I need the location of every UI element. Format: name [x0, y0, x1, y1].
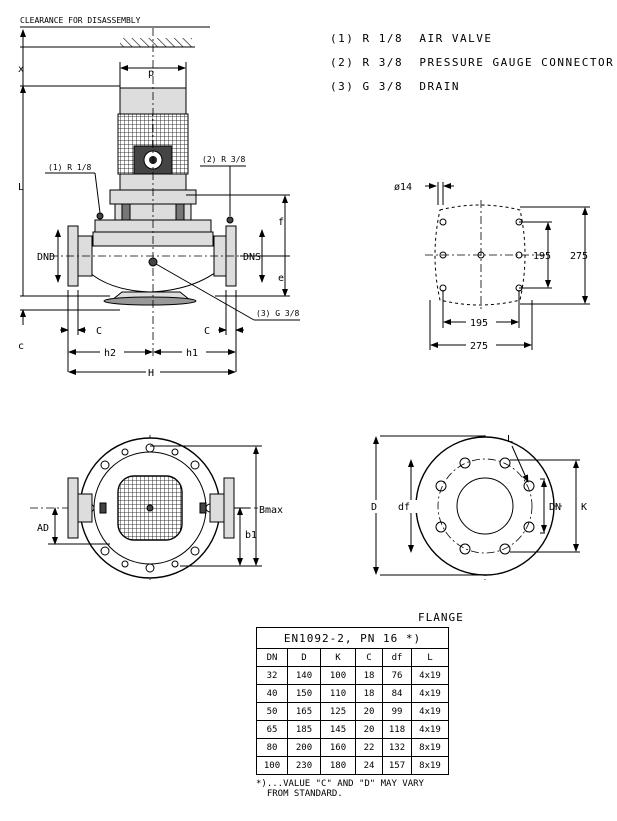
legend-air-valve: (1) R 1/8 AIR VALVE	[330, 32, 493, 45]
col-K: K	[320, 648, 356, 667]
dim-275-vertical: 275	[570, 251, 588, 262]
cell: 4x19	[411, 720, 449, 739]
col-L: L	[411, 648, 449, 667]
cell: 24	[355, 756, 383, 775]
dim-DNS: DNS	[243, 252, 261, 263]
cell: 4x19	[411, 666, 449, 685]
cell: 32	[256, 666, 288, 685]
dim-p: p	[148, 68, 154, 79]
legend-drain: (3) G 3/8 DRAIN	[330, 80, 460, 93]
cell: 65	[256, 720, 288, 739]
cell: 99	[382, 702, 412, 721]
cell: 18	[355, 684, 383, 703]
cell: 140	[287, 666, 321, 685]
dim-K: K	[581, 502, 587, 513]
cell: 76	[382, 666, 412, 685]
cell: 150	[287, 684, 321, 703]
cell: 50	[256, 702, 288, 721]
dim-e: e	[278, 273, 284, 284]
cell: 100	[256, 756, 288, 775]
cell: 145	[320, 720, 356, 739]
dim-AD: AD	[37, 523, 49, 534]
dim-h1: h1	[186, 348, 198, 359]
top-view: Bmax b1 AD	[30, 435, 283, 580]
cell: 125	[320, 702, 356, 721]
dim-f: f	[278, 217, 284, 228]
dim-H: H	[148, 368, 154, 379]
table-standard: EN1092-2, PN 16 *)	[256, 627, 449, 649]
cell: 132	[382, 738, 412, 757]
cell: 180	[320, 756, 356, 775]
clearance-label: CLEARANCE FOR DISASSEMBLY	[20, 16, 141, 25]
flange-view: D df DN K L	[368, 434, 587, 580]
callout-drain: (3) G 3/8	[256, 309, 300, 318]
legend-gauge-connector: (2) R 3/8 PRESSURE GAUGE CONNECTOR	[330, 56, 615, 69]
cell: 84	[382, 684, 412, 703]
col-C: C	[355, 648, 383, 667]
ceiling-hatch	[120, 38, 192, 47]
cell: 80	[256, 738, 288, 757]
dim-195-vertical: 195	[533, 251, 551, 262]
dim-c: c	[18, 341, 24, 352]
dim-hole-diameter: ø14	[394, 182, 412, 193]
flange-outer	[415, 436, 555, 576]
col-D: D	[287, 648, 321, 667]
flange-title: FLANGE	[418, 611, 464, 624]
cell: 22	[355, 738, 383, 757]
dim-DN: DN	[549, 502, 561, 513]
cell: 160	[320, 738, 356, 757]
callout-air-valve: (1) R 1/8	[48, 163, 92, 172]
dim-DND: DND	[37, 252, 55, 263]
side-view: CLEARANCE FOR DISASSEMBLY x L c p	[18, 16, 300, 379]
dim-df: df	[398, 502, 410, 513]
cell: 200	[287, 738, 321, 757]
cell: 185	[287, 720, 321, 739]
cell: 18	[355, 666, 383, 685]
base-plate-view: ø14 195 275 195 275	[394, 182, 590, 352]
dim-C-left: C	[96, 326, 102, 337]
table-header-row: DN D K C df L	[256, 648, 449, 667]
col-DN: DN	[256, 648, 288, 667]
cell: 20	[355, 720, 383, 739]
cell: 110	[320, 684, 356, 703]
cell: 8x19	[411, 738, 449, 757]
dim-275-horizontal: 275	[470, 341, 488, 352]
dim-x: x	[18, 64, 24, 75]
cell: 40	[256, 684, 288, 703]
cell: 8x19	[411, 756, 449, 775]
dim-C-right: C	[204, 326, 210, 337]
dim-L-bolt: L	[507, 434, 513, 445]
table-footnote: *)...VALUE "C" AND "D" MAY VARY FROM STA…	[256, 779, 424, 799]
cell: 157	[382, 756, 412, 775]
cell: 118	[382, 720, 412, 739]
cell: 230	[287, 756, 321, 775]
cell: 100	[320, 666, 356, 685]
dim-L: L	[18, 182, 24, 193]
cell: 20	[355, 702, 383, 721]
cell: 4x19	[411, 702, 449, 721]
callout-gauge: (2) R 3/8	[202, 155, 246, 164]
dim-h2: h2	[104, 348, 116, 359]
base-outline	[434, 204, 526, 306]
dim-b1: b1	[245, 530, 257, 541]
dim-Bmax: Bmax	[259, 505, 283, 516]
flange-bore	[456, 477, 514, 535]
pump-casing	[79, 245, 229, 293]
cell: 4x19	[411, 684, 449, 703]
dim-D: D	[371, 502, 377, 513]
col-df: df	[382, 648, 412, 667]
dim-195-horizontal: 195	[470, 318, 488, 329]
cell: 165	[287, 702, 321, 721]
